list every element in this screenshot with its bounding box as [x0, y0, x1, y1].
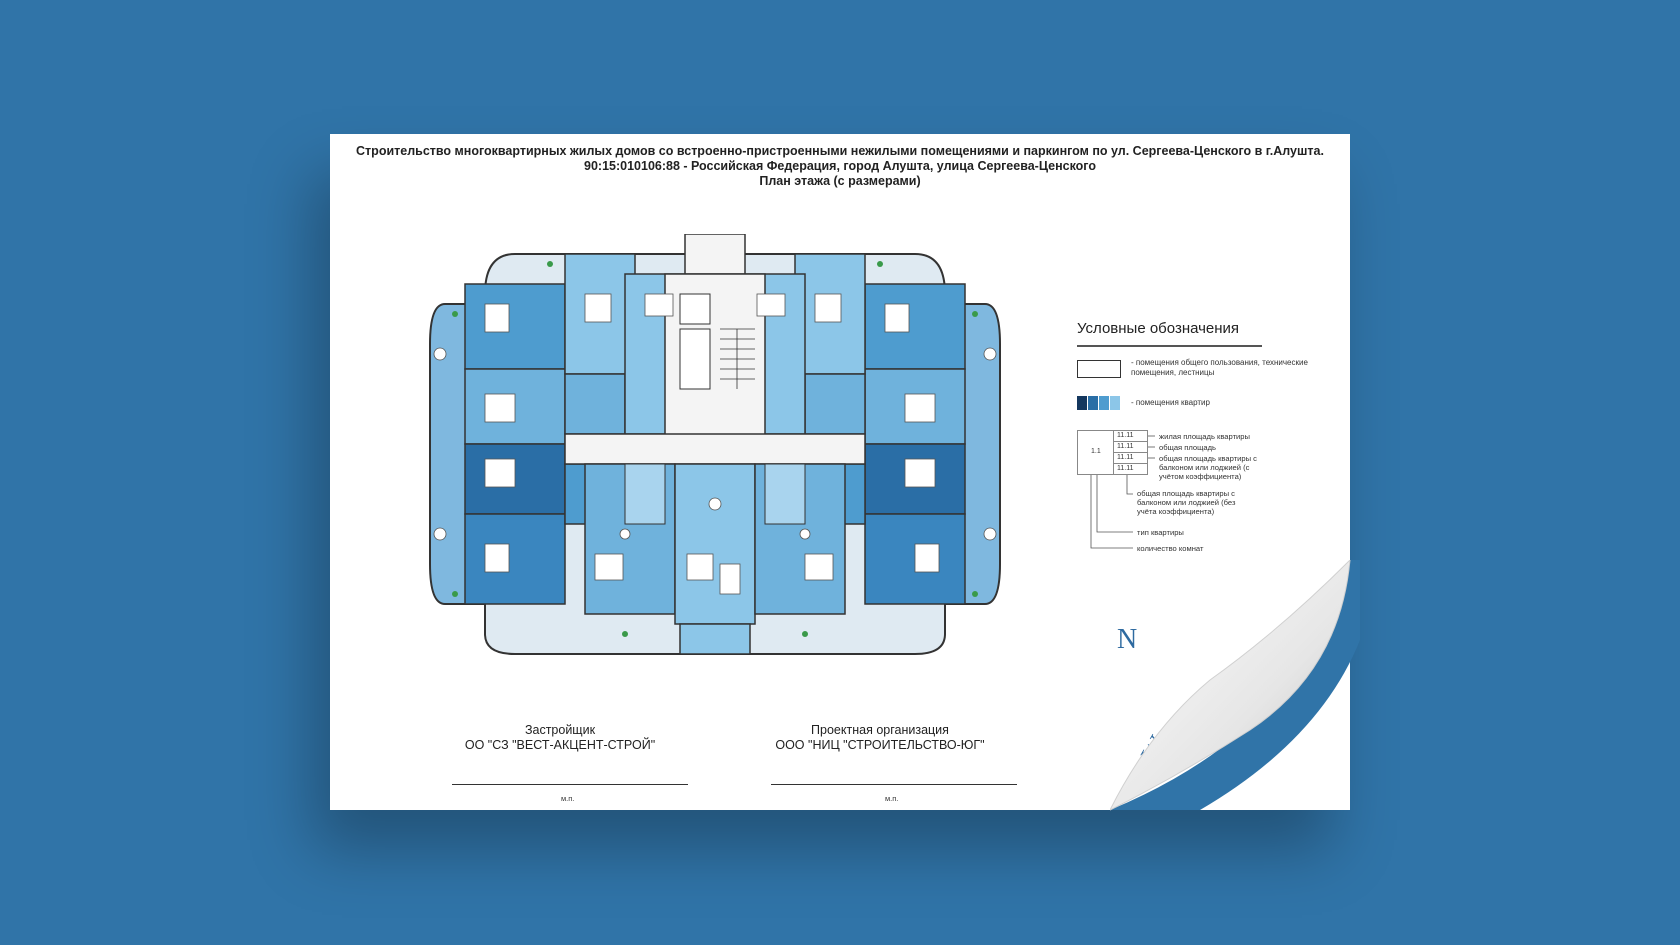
developer-stamp-label: м.п.	[561, 794, 575, 803]
legend-swatch-pale	[1110, 396, 1120, 410]
legend-key-value-4: 11.11	[1117, 465, 1134, 472]
designer-role: Проектная организация	[811, 723, 949, 737]
watermark-letter-n: N	[1117, 624, 1138, 655]
legend-swatch-light	[1099, 396, 1109, 410]
legend-swatch-dark	[1077, 396, 1087, 410]
legend: Условные обозначения - помещения общего …	[1077, 320, 1317, 560]
legend-apartments: - помещения квартир	[1077, 394, 1317, 412]
legend-key-label-without-coef: общая площадь квартиры с балконом или ло…	[1137, 489, 1236, 516]
legend-key-label-with-coef: общая площадь квартиры с балконом или ло…	[1159, 454, 1257, 481]
document-header: Строительство многоквартирных жилых домо…	[330, 144, 1350, 189]
floor-plan	[429, 234, 1001, 655]
legend-divider	[1077, 345, 1262, 347]
page-curl	[1110, 560, 1360, 811]
legend-key-label-living: жилая площадь квартиры	[1159, 432, 1250, 441]
legend-key: 1.1 11.11 11.11 11.11 11.11 жилая площад…	[1077, 430, 1317, 560]
developer-name: ОО "СЗ "ВЕСТ-АКЦЕНТ-СТРОЙ"	[464, 738, 656, 752]
designer-name: ООО "НИЦ "СТРОИТЕЛЬСТВО-ЮГ"	[775, 738, 985, 752]
legend-key-type: 1.1	[1091, 448, 1101, 455]
designer-block: Проектная организация ООО "НИЦ "СТРОИТЕЛ…	[750, 723, 1010, 753]
legend-swatch-mid	[1088, 396, 1098, 410]
header-line-3: План этажа (с размерами)	[759, 174, 921, 188]
legend-apartments-label: - помещения квартир	[1131, 398, 1210, 407]
legend-common-swatch	[1077, 360, 1121, 378]
legend-key-value-3: 11.11	[1117, 454, 1134, 461]
designer-signature-line	[771, 784, 1017, 785]
legend-title: Условные обозначения	[1077, 320, 1240, 337]
header-line-2: 90:15:010106:88 - Российская Федерация, …	[584, 159, 1096, 173]
legend-key-label-rooms: количество комнат	[1137, 544, 1204, 553]
document-sheet: Строительство многоквартирных жилых домо…	[330, 134, 1350, 810]
designer-stamp-label: м.п.	[885, 794, 899, 803]
header-line-1: Строительство многоквартирных жилых домо…	[356, 144, 1324, 158]
legend-common-areas: - помещения общего пользования, техничес…	[1077, 358, 1317, 382]
legend-common-label: - помещения общего пользования, техничес…	[1131, 358, 1308, 377]
developer-role: Застройщик	[524, 723, 596, 737]
legend-key-label-total: общая площадь	[1159, 443, 1216, 452]
legend-key-value-1: 11.11	[1117, 432, 1134, 439]
developer-signature-line	[452, 784, 688, 785]
legend-key-label-type: тип квартиры	[1137, 528, 1184, 537]
legend-key-diagram	[1077, 430, 1155, 549]
legend-key-value-2: 11.11	[1117, 443, 1134, 450]
developer-block: Застройщик ОО "СЗ "ВЕСТ-АКЦЕНТ-СТРОЙ"	[440, 723, 680, 753]
